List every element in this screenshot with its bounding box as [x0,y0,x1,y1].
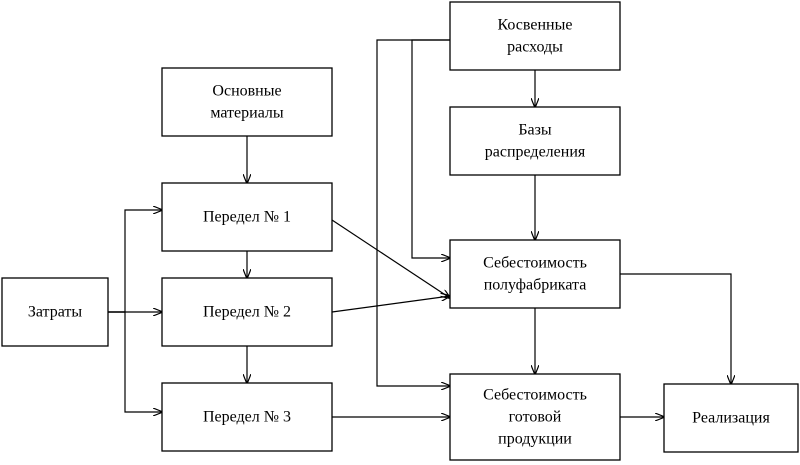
node-label-line: Передел № 2 [203,304,291,321]
node-box [449,373,621,461]
edge-kosvennye-to-sebest-gp [376,39,450,386]
node-osnovnye: Основные материалы [161,67,333,137]
node-box [161,382,333,452]
node-box [161,182,333,252]
node-box [449,1,621,71]
node-peredel1: Передел № 1 [161,182,333,252]
node-peredel2: Передел № 2 [161,277,333,347]
node-label-line: расходы [507,39,563,56]
node-box [1,277,109,347]
node-box [449,239,621,309]
node-label-line: Основные [212,83,281,100]
node-label-line: Себестоимость [483,255,587,272]
node-box [449,106,621,176]
node-label-line: готовой [509,409,562,426]
edge-kosvennye-to-sebest-pf [411,39,450,258]
node-label-line: Передел № 1 [203,209,291,226]
node-box [663,383,799,453]
edge-zatraty-to-peredel1 [108,210,162,313]
node-peredel3: Передел № 3 [161,382,333,452]
node-label-line: Косвенные [498,17,573,34]
node-zatraty: Затраты [1,277,109,347]
node-label-line: Затраты [28,304,83,321]
node-bazy: Базы распределения [449,106,621,176]
node-box [161,277,333,347]
node-sebest-pf: Себестоимость полуфабриката [449,239,621,309]
node-label-line: продукции [498,431,572,448]
node-box [161,67,333,137]
node-label-line: Реализация [692,410,770,427]
node-label-line: Передел № 3 [203,409,291,426]
node-label-line: материалы [210,105,284,122]
node-label-line: распределения [485,144,586,161]
edge-peredel2-to-sebest-pf [331,296,450,313]
node-label-line: Базы [518,122,552,139]
node-kosvennye: Косвенные расходы [449,1,621,71]
edge-peredel1-to-sebest-pf [331,219,450,298]
edge-sebest-pf-to-realizaciya [620,273,731,384]
node-sebest-gp: Себестоимость готовой продукции [449,373,621,461]
edges-layer [108,39,731,417]
edge-zatraty-to-peredel3 [108,311,162,412]
node-realizaciya: Реализация [663,383,799,453]
node-label-line: Себестоимость [483,387,587,404]
node-label-line: полуфабриката [484,277,587,294]
